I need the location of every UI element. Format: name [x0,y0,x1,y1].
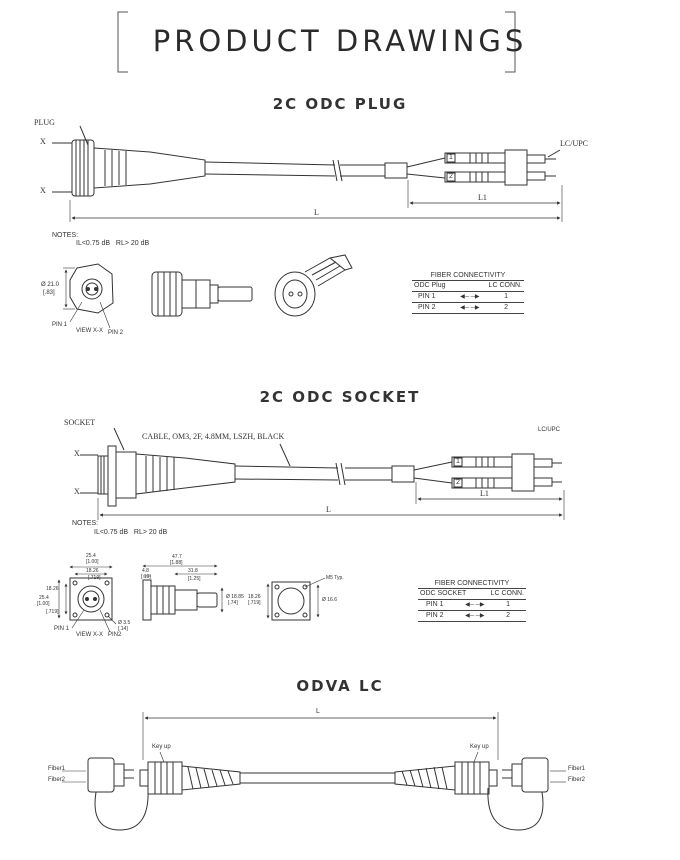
socket-dim-l1: L1 [480,489,489,498]
odva-assembly-drawing [62,712,566,831]
socket-dim-f-sub: [1.88] [170,560,183,566]
plug-table-row2-a: PIN 2 [418,304,436,311]
socket-dim-b-sub: [.719] [88,575,101,581]
socket-dim-c-sub: [1.00] [37,601,50,607]
socket-dim-d: 18.26 [46,586,59,592]
table-row: PIN 1 ◀─ ─▶ 1 [412,292,524,303]
plug-dim-l1: L1 [478,193,487,202]
plug-notes-values: IL<0.75 dB RL> 20 dB [76,240,150,247]
plug-view: VIEW X-X [76,328,104,334]
socket-table-row2-a: PIN 2 [426,612,444,619]
socket-dim-m5: M5 Typ. [326,575,344,581]
socket-assembly-drawing [80,427,565,520]
socket-dim-h-sub: [.19] [141,574,151,580]
socket-dim-h: 4.8 [142,568,149,574]
socket-cable-label: CABLE, OM3, 2F, 4.8MM, LSZH, BLACK [142,432,285,441]
plug-table-header-row: ODC Plug LC CONN. [412,281,524,292]
plug-table-row2-b: 2 [504,304,508,311]
socket-dim-c: 25.4 [39,595,49,601]
odva-key-up-left: Key up [152,744,171,750]
odva-fiber2-left: Fiber2 [48,777,66,783]
socket-x-bottom: X [74,487,80,496]
odva-key-up-right: Key up [470,744,489,750]
odva-fiber1-right: Fiber1 [568,766,586,772]
header-frame [117,11,516,73]
plug-table-row1-b: 1 [504,293,508,300]
socket-notes-values: IL<0.75 dB RL> 20 dB [94,529,168,536]
plug-x-bottom: X [40,186,46,195]
plug-label: PLUG [34,118,55,127]
socket-dim-j: 18.26 [248,594,261,600]
socket-dim-l: L [326,505,331,514]
plug-fiber-table: FIBER CONNECTIVITY ODC Plug LC CONN. PIN… [412,272,524,314]
socket-table-col2: LC CONN. [490,590,524,597]
plug-table-row2-arrow-icon: ◀─ ─▶ [460,305,480,311]
table-row: PIN 2 ◀─ ─▶ 2 [418,611,526,622]
socket-dim-d-sub: [.719] [46,609,59,615]
socket-detail-views [57,564,326,633]
socket-dim-e: Ø 3.5 [118,620,131,626]
plug-lc-label: LC/UPC [560,139,589,148]
plug-assembly-drawing [52,125,563,222]
odva-dim-l: L [316,708,320,715]
socket-lc-label: LC/UPC [538,427,561,433]
socket-table-row2-b: 2 [506,612,510,619]
table-row: PIN 1 ◀─ ─▶ 1 [418,600,526,611]
socket-dim-g-sub: [1.25] [188,576,201,582]
socket-table-row1-b: 1 [506,601,510,608]
socket-notes-title: NOTES: [72,520,99,527]
socket-dim-a: 25.4 [86,553,96,559]
plug-pin1: PIN 1 [52,322,68,328]
socket-dim-a-sub: [1.00] [86,559,99,565]
plug-notes-title: NOTES: [52,232,79,239]
socket-dim-k: Ø 16.6 [322,597,338,603]
socket-dim-f: 47.7 [172,554,182,560]
socket-table-row1-a: PIN 1 [426,601,444,608]
socket-view: VIEW X-X [76,632,104,638]
socket-dim-g: 31.8 [188,568,198,574]
socket-fiber-2: 2 [456,479,460,486]
plug-dim-l: L [314,208,319,217]
socket-dim-e-sub: [.14] [118,626,128,632]
plug-table-row1-a: PIN 1 [418,293,436,300]
odva-fiber2-right: Fiber2 [568,777,586,783]
plug-table-title: FIBER CONNECTIVITY [412,272,524,281]
socket-table-header-row: ODC SOCKET LC CONN. [418,589,526,600]
plug-x-top: X [40,137,46,146]
plug-dia-label: Ø 21.0 [41,282,60,288]
socket-pin2: PIN2 [108,632,122,638]
table-row: PIN 2 ◀─ ─▶ 2 [412,303,524,314]
socket-x-top: X [74,449,80,458]
plug-fiber-2: 2 [449,173,453,180]
odva-section-title: ODVA LC [296,677,384,695]
plug-pin2: PIN 2 [108,330,124,336]
socket-pin1: PIN 1 [54,626,70,632]
socket-table-row2-arrow-icon: ◀─ ─▶ [465,613,485,619]
socket-fiber-table: FIBER CONNECTIVITY ODC SOCKET LC CONN. P… [418,580,526,622]
socket-dim-j-sub: [.719] [248,600,261,606]
plug-dia-sub: [.83] [43,290,55,296]
socket-fiber-1: 1 [456,458,460,465]
plug-table-col1: ODC Plug [414,282,446,289]
plug-table-col2: LC CONN. [488,282,522,289]
socket-dim-i-sub: [.74] [228,600,238,606]
socket-label: SOCKET [64,418,96,427]
socket-dim-b: 18.26 [86,568,99,574]
odva-fiber1-left: Fiber1 [48,766,66,772]
plug-section-title: 2C ODC PLUG [272,95,408,113]
page-title: PRODUCT DRAWINGS [152,24,528,58]
socket-table-row1-arrow-icon: ◀─ ─▶ [465,602,485,608]
socket-section-title: 2C ODC SOCKET [259,388,421,406]
plug-table-row1-arrow-icon: ◀─ ─▶ [460,294,480,300]
plug-fiber-1: 1 [449,154,453,161]
plug-detail-views [63,254,353,329]
socket-table-col1: ODC SOCKET [420,590,467,597]
socket-dim-i: Ø 18.85 [226,594,244,600]
socket-table-title: FIBER CONNECTIVITY [418,580,526,589]
